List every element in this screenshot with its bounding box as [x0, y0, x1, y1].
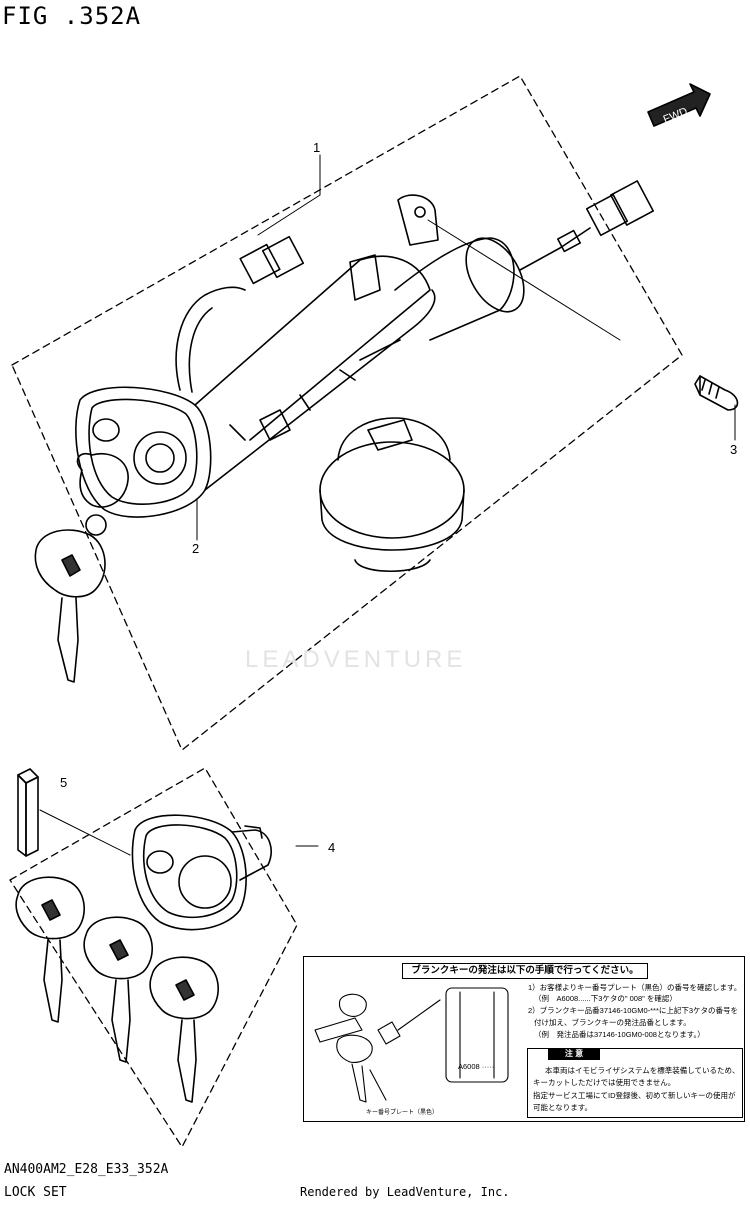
notice-panel: [303, 956, 745, 1122]
callout-1: 1: [313, 140, 321, 155]
screw-part-3: [694, 375, 739, 411]
blank-keys: [15, 876, 219, 1103]
figure-title: FIG .352A: [2, 2, 142, 30]
render-credit: Rendered by LeadVenture, Inc.: [300, 1185, 510, 1199]
fuel-cap: [319, 417, 465, 573]
notice-line: （例 発注品番は37146-10GM0-008となります。）: [534, 1030, 705, 1039]
notice-header: ブランクキーの発注は以下の手順で行ってください。: [402, 963, 648, 979]
key-b: [83, 916, 153, 1063]
assembly-4-boundary: [9, 767, 298, 1148]
callout-2: 2: [192, 541, 200, 556]
notice-line: 付け加え、ブランクキーの発注品番とします。: [534, 1018, 691, 1027]
key-number-plate-label: A6008 ·····: [458, 1062, 495, 1071]
notice-line: 2）ブランクキー品番37146-10GM0-***に上記下3ケタの番号を: [528, 1006, 739, 1015]
key-bezel-part-4: [131, 814, 272, 931]
model-code: AN400AM2_E28_E33_352A: [4, 1162, 169, 1177]
caution-line: 指定サービス工場にてID登録後、初めて新しいキーの使用が: [533, 1091, 736, 1100]
caution-line: 可能となります。: [533, 1103, 593, 1112]
callout-3: 3: [730, 442, 738, 457]
callout-5: 5: [60, 775, 68, 790]
key-a: [15, 876, 85, 1023]
notice-illustration: [314, 987, 509, 1103]
ignition-key: [34, 452, 129, 683]
assembly-name: LOCK SET: [4, 1185, 67, 1200]
caution-header: 注 意: [548, 1048, 600, 1060]
caution-line: 本車両はイモビライザシステムを標準装備しているため、: [545, 1066, 740, 1075]
key-c: [149, 956, 219, 1103]
callout-4: 4: [328, 840, 336, 855]
watermark: LEADVENTURE: [245, 646, 467, 673]
leader-lines: [39, 154, 736, 856]
notice-line: （例 A6008......下3ケタの" 008" を確認）: [534, 994, 677, 1003]
key-plate-caption: キー番号プレート（黒色）: [366, 1110, 439, 1116]
notice-line: 1）お客様よりキー番号プレート（黒色）の番号を確認します。: [528, 983, 742, 992]
fwd-arrow-icon: FWD: [647, 83, 711, 127]
ignition-lock-assembly: [75, 180, 655, 518]
caution-line: キーカットしただけでは使用できません。: [533, 1078, 676, 1087]
assembly-1-boundary: [11, 75, 683, 751]
pad-part-5: [17, 768, 39, 857]
caution-panel: [527, 1048, 743, 1118]
